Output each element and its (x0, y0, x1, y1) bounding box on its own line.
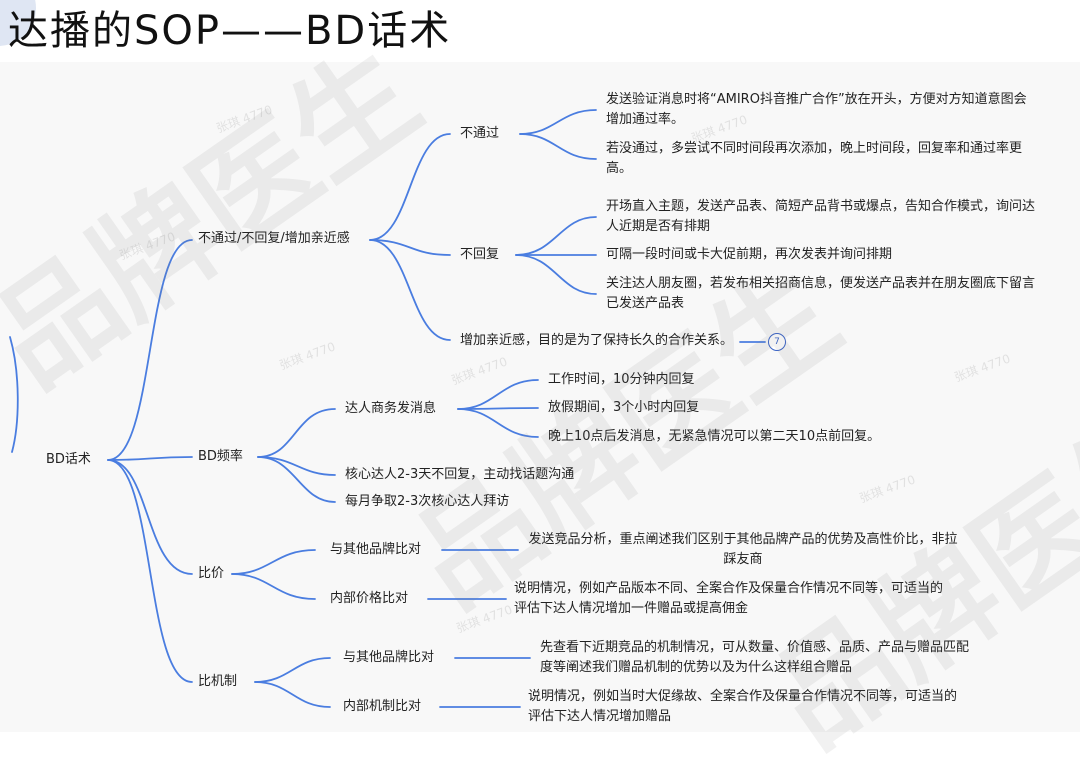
branch-node-3[interactable]: 比价 (198, 566, 225, 581)
sub-node-monthly-visit[interactable]: 每月争取2-3次核心达人拜访 (345, 494, 510, 509)
edge-b4-sub2 (254, 681, 331, 708)
mind-map-edges (9, 109, 766, 708)
branch-node-2[interactable]: BD频率 (198, 449, 243, 464)
leaf-node: 可隔一段时间或卡大促前期，再次发表并询问排期 (606, 247, 893, 262)
edge-b1-sub2 (369, 239, 451, 256)
leaf-node: 晚上10点后发消息，无紧急情况可以第二天10点前回复。 (548, 429, 881, 444)
edge-b3-sub1 (231, 549, 316, 575)
edge-root-left (9, 336, 19, 453)
leaf-node: 关注达人朋友圈，若发布相关招商信息，便发送产品表并在朋友圈底下留言已发送产品表 (606, 276, 1036, 311)
root-node[interactable]: BD话术 (46, 452, 91, 467)
edge-b2-sub3 (257, 456, 336, 503)
title-bar: 达播的SOP——BD话术 (0, 0, 1080, 62)
leaf-node: 若没通过，多尝试不同时间段再次添加，晚上时间段，回复率和通过率更高。 (606, 141, 1023, 176)
sub-node-core-talent[interactable]: 核心达人2-3天不回复，主动找话题沟通 (345, 467, 575, 482)
edge-b2-sub2 (257, 456, 336, 476)
edge-b1s1-leaf2 (519, 133, 597, 160)
sub-node-brand-compare[interactable]: 与其他品牌比对 (330, 542, 422, 557)
edge-b1s2-leaf1 (515, 216, 597, 256)
leaf-node: 开场直入主题，发送产品表、简短产品背书或爆点，告知合作模式，询问达人近期是否有排… (606, 199, 1036, 234)
leaf-node: 先查看下近期竞品的机制情况，可从数量、价值感、品质、产品与赠品匹配度等阐述我们赠… (540, 640, 970, 675)
page-title: 达播的SOP——BD话术 (8, 8, 452, 54)
edge-b1s1-leaf1 (519, 109, 597, 135)
edge-root-b1 (107, 239, 193, 461)
leaf-node: 放假期间，3个小时内回复 (548, 400, 700, 415)
edge-root-b3 (107, 459, 193, 575)
leaf-node: 发送验证消息时将“AMIRO抖音推广合作”放在开头，方便对方知道意图会增加通过率… (606, 92, 1027, 127)
edge-b3-sub2 (231, 573, 316, 600)
edge-root-b2 (107, 456, 193, 461)
leaf-node: 工作时间，10分钟内回复 (548, 372, 695, 387)
count-badge[interactable]: 7 (768, 333, 786, 351)
sub-node-closeness[interactable]: 增加亲近感，目的是为了保持长久的合作关系。 (460, 333, 734, 348)
sub-node-no-reply[interactable]: 不回复 (460, 247, 500, 262)
leaf-node: 发送竞品分析，重点阐述我们区别于其他品牌产品的优势及高性价比，非拉踩友商 (528, 532, 958, 567)
edge-b1-sub3 (369, 239, 451, 341)
sub-node-not-passed[interactable]: 不通过 (460, 126, 500, 141)
edge-b2s1-leaf3 (457, 408, 539, 438)
edge-b2s1-leaf1 (457, 379, 539, 410)
sub-node-internal-price[interactable]: 内部价格比对 (330, 591, 409, 606)
edge-b4-sub1 (254, 657, 331, 683)
sub-node-brand-mechanism[interactable]: 与其他品牌比对 (343, 650, 435, 665)
sub-node-internal-mechanism[interactable]: 内部机制比对 (343, 699, 422, 714)
branch-node-1[interactable]: 不通过/不回复/增加亲近感 (198, 231, 350, 246)
leaf-node: 说明情况，例如产品版本不同、全案合作及保量合作情况不同等，可适当的评估下达人情况… (514, 581, 944, 616)
edge-b2s1-leaf2 (457, 407, 539, 410)
edge-root-b4 (107, 459, 193, 683)
edge-b1-sub1 (369, 133, 451, 241)
sub-node-messages[interactable]: 达人商务发消息 (345, 401, 437, 416)
edge-b2-sub1 (257, 408, 336, 458)
branch-node-4[interactable]: 比机制 (198, 674, 238, 689)
mind-map: BD话术 不通过/不回复/增加亲近感 不通过 发送验证消息时将“AMIRO抖音推… (0, 24, 1080, 773)
leaf-node: 说明情况，例如当时大促缘故、全案合作及保量合作情况不同等，可适当的评估下达人情况… (528, 689, 958, 724)
edge-b1s2-leaf3 (515, 254, 597, 295)
